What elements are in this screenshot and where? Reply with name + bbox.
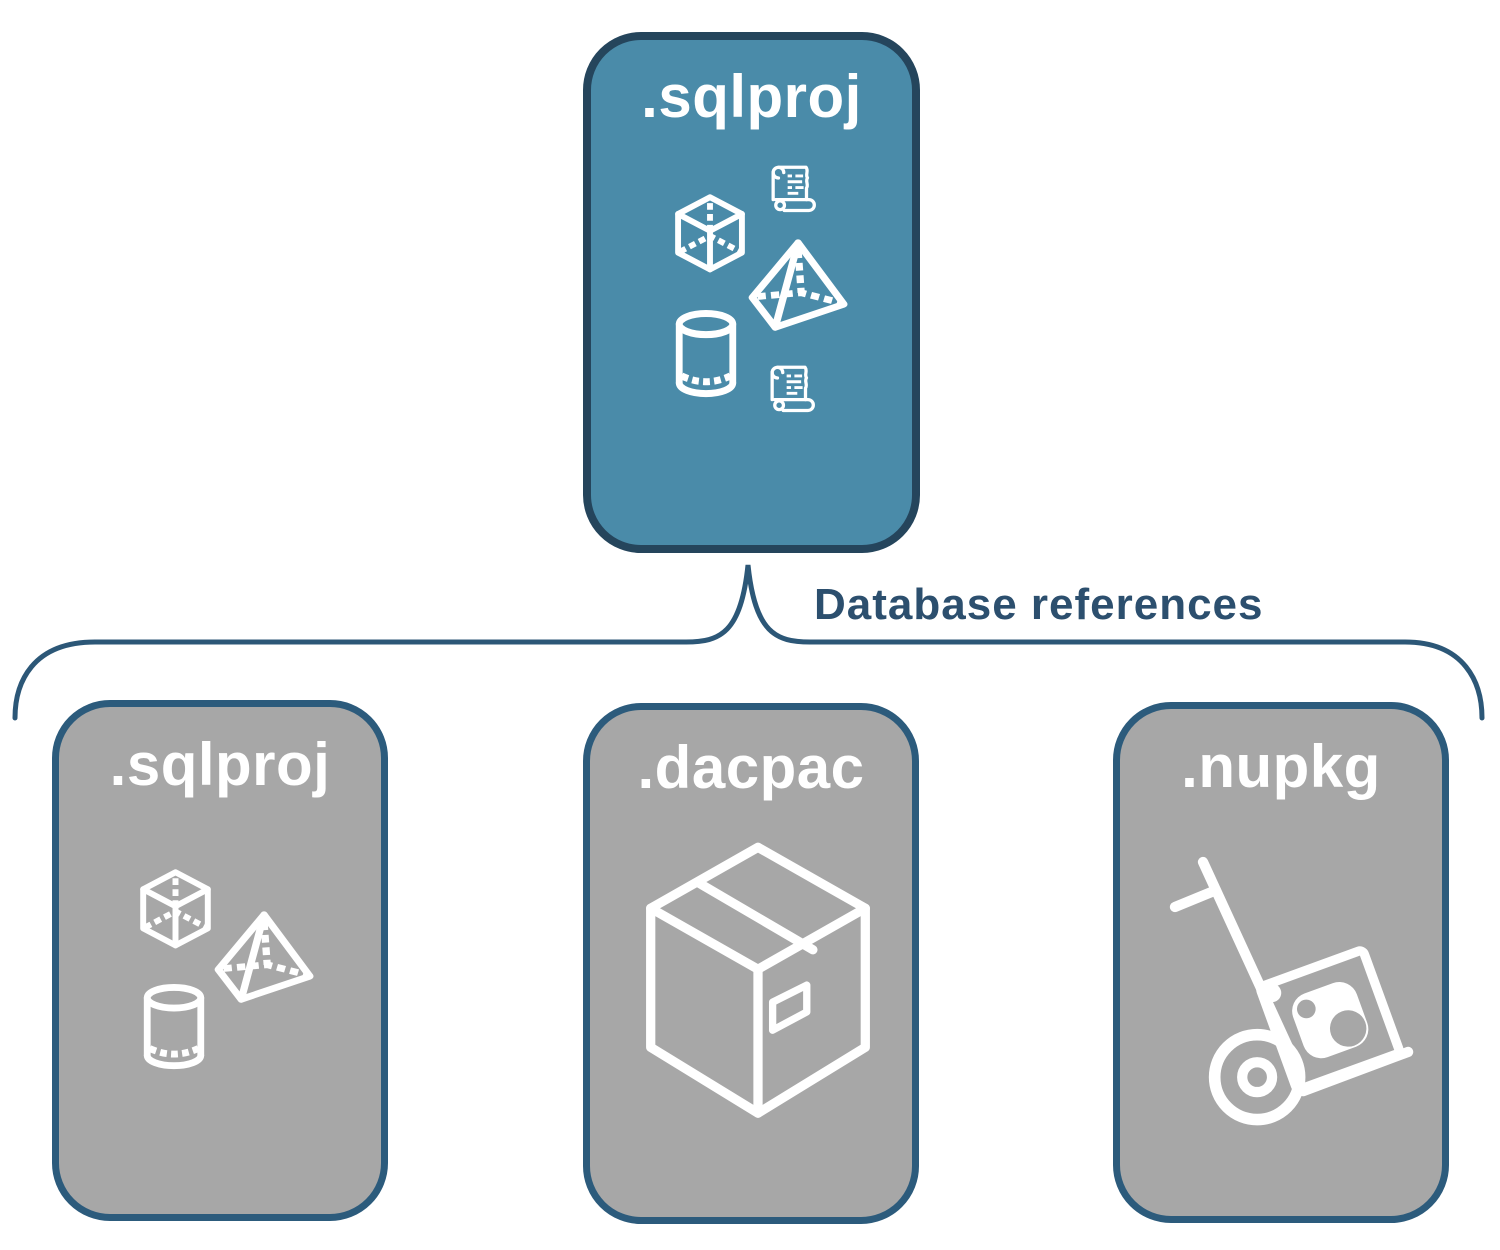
package-box-icon — [646, 842, 870, 1118]
pyramid-icon — [214, 911, 314, 1003]
child-node-label: .sqlproj — [109, 731, 331, 798]
scroll-icon — [771, 165, 816, 213]
cube-icon — [675, 194, 745, 273]
child-node-sqlproj: .sqlproj — [52, 700, 388, 1221]
root-node-label: .sqlproj — [641, 63, 862, 130]
cylinder-icon — [675, 310, 737, 398]
edge-label: Database references — [814, 580, 1264, 629]
cube-icon — [140, 869, 211, 949]
scroll-icon — [770, 365, 815, 413]
brace-connector — [12, 564, 1485, 721]
cylinder-icon — [143, 984, 205, 1070]
child-node-dacpac: .dacpac — [583, 703, 919, 1224]
pyramid-icon — [748, 239, 848, 331]
root-node-sqlproj: .sqlproj — [583, 32, 920, 553]
child-node-label: .dacpac — [637, 734, 865, 801]
nuget-hand-truck-icon — [1169, 856, 1414, 1126]
child-node-label: .nupkg — [1181, 733, 1381, 800]
child-node-nupkg: .nupkg — [1113, 702, 1449, 1223]
